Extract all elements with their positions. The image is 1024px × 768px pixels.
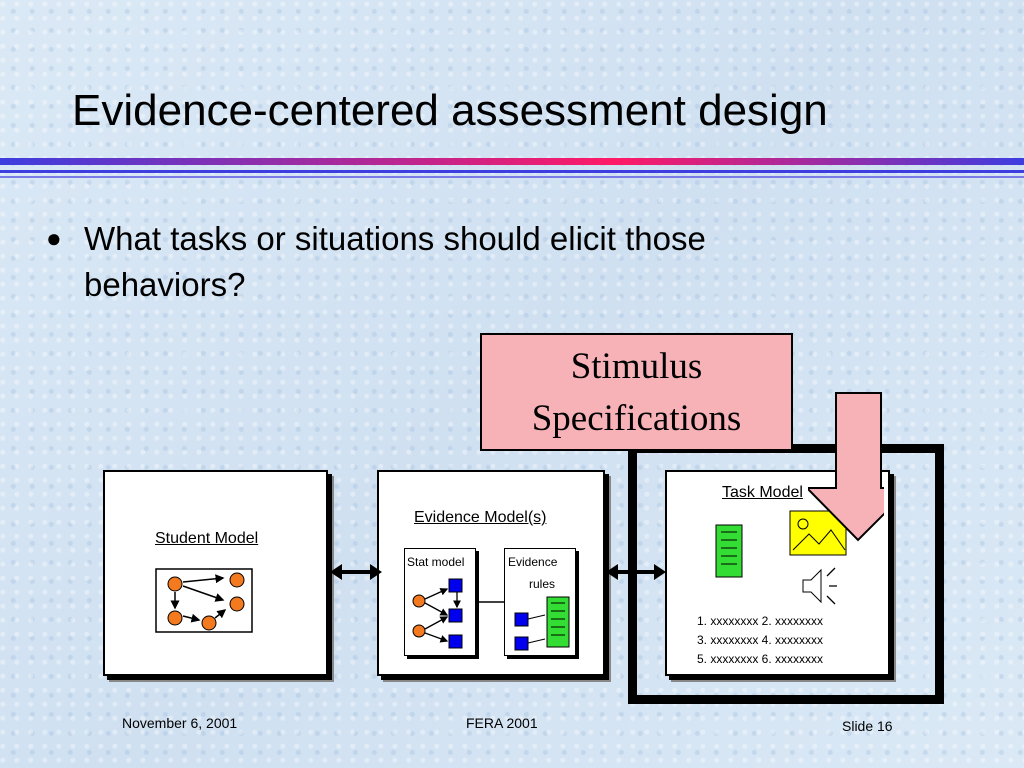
speaker-icon [802,567,837,605]
student-node [167,610,183,626]
slide-title: Evidence-centered assessment design [72,86,828,135]
task-item-row: 5. xxxxxxxx 6. xxxxxxxx [697,652,824,666]
task-item-list: 1. xxxxxxxx 2. xxxxxxxx 3. xxxxxxxx 4. x… [697,612,823,669]
title-rule-gradient [0,158,1024,165]
evidence-model-title: Evidence Model(s) [414,509,547,526]
task-model-title: Task Model [722,484,803,501]
title-rule-blue [0,170,1024,173]
footer-center: FERA 2001 [466,715,538,731]
task-item-row: 1. xxxxxxxx 2. xxxxxxxx [697,614,824,628]
student-model-title: Student Model [155,530,259,547]
evidence-rules-label-2: rules [529,577,556,591]
stat-model-label: Stat model [407,555,465,569]
evidence-rules-label-1: Evidence [508,555,558,569]
student-model-graph [155,568,253,633]
stat-model-graph [412,578,463,649]
bullet-text: What tasks or situations should elicit t… [84,220,706,303]
bullet-item: ● What tasks or situations should elicit… [46,216,846,308]
bullet-dot-icon: ● [46,223,62,253]
student-node [229,572,245,588]
double-arrow-icon [606,564,666,580]
title-rule-thin [0,176,1024,178]
double-arrow-icon [330,564,382,580]
document-icon [715,524,743,578]
evidence-rules-graphic [514,596,570,651]
connector-line [477,601,507,603]
evidence-rules-box: Evidence rules [504,548,576,656]
footer-slide-number: Slide 16 [842,718,893,734]
student-node [167,576,183,592]
down-arrow-icon [808,392,884,542]
student-node [229,596,245,612]
stat-model-box: Stat model [404,548,476,656]
footer-date: November 6, 2001 [122,715,238,731]
task-item-row: 3. xxxxxxxx 4. xxxxxxxx [697,633,824,647]
stimulus-specifications-callout: Stimulus Specifications [480,333,793,451]
student-node [201,615,217,631]
student-model-panel: Student Model [103,470,328,676]
evidence-model-panel: Evidence Model(s) Stat model Evidence ru… [377,470,605,676]
